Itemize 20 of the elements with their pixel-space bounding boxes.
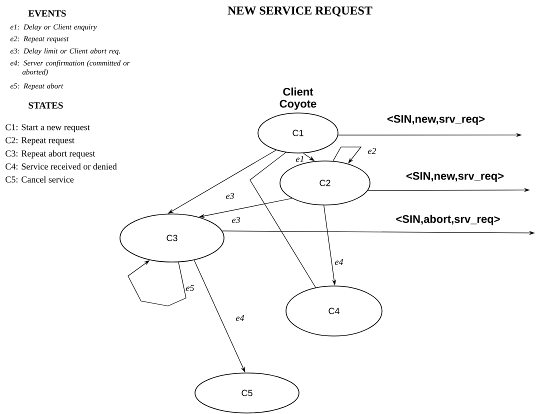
edge-label: e3	[226, 192, 234, 200]
state-description: C4: Service received or denied	[6, 163, 117, 170]
message-label: <SIN,new,srv_req>	[386, 114, 486, 126]
edge-label: e2	[368, 148, 376, 154]
edge-label: e3	[232, 216, 240, 224]
arrow	[128, 260, 186, 306]
edge-label: e4	[236, 314, 244, 321]
edge-label: e5	[186, 285, 194, 291]
message-label: <SIN,new,srv_req>	[405, 172, 505, 182]
section-heading: STATES	[28, 102, 63, 109]
state-description: C1: Start a new request	[6, 124, 90, 132]
message-label: <SIN,abort,srv_req>	[395, 214, 501, 226]
state-description: C2: Repeat request	[6, 137, 74, 146]
title: NEW SERVICE REQUEST	[228, 6, 372, 16]
edge-label: e4	[335, 258, 344, 265]
edge-label: e1	[296, 156, 304, 162]
state-heading: Client Coyote	[280, 88, 316, 110]
state-description: C5: Cancel service	[6, 176, 74, 183]
state-description: C3: Repeat abort request	[6, 150, 96, 158]
section-heading: EVENTS	[28, 10, 66, 17]
